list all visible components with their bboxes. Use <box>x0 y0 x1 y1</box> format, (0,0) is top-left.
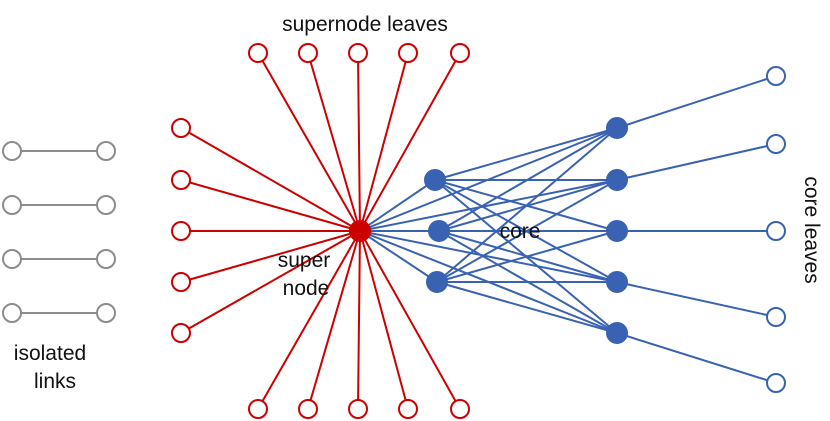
core-edge <box>436 179 618 283</box>
supernode-hub-node <box>349 220 371 242</box>
supernode-leaf-node <box>298 399 318 419</box>
supernode-edge <box>359 230 461 410</box>
hub-core-edge <box>359 230 438 283</box>
label-isolated: isolated <box>14 342 86 365</box>
supernode-leaf-node <box>248 43 268 63</box>
core-node <box>424 169 446 191</box>
label-core-leaves: core leaves <box>800 176 823 283</box>
isolated-node <box>2 249 22 269</box>
hub-core-edge <box>359 230 618 283</box>
supernode-leaf-node <box>171 170 191 190</box>
supernode-edge <box>307 230 361 410</box>
core-edge <box>436 127 618 283</box>
core-leaf-edge <box>616 281 777 318</box>
label-supernode-leaves: supernode leaves <box>282 13 448 36</box>
supernode-leaf-node <box>348 399 368 419</box>
core-edge <box>436 281 618 334</box>
supernode-edge <box>359 52 461 232</box>
isolated-node <box>2 303 22 323</box>
core-leaf-node <box>766 221 786 241</box>
label-core: core <box>500 220 541 243</box>
supernode-edge <box>357 230 361 410</box>
isolated-node <box>96 249 116 269</box>
core-leaf-edge <box>616 332 777 384</box>
supernode-edge <box>257 230 361 410</box>
isolated-node <box>96 141 116 161</box>
core-leaf-edge <box>616 75 777 129</box>
isolated-node <box>96 303 116 323</box>
core-edge <box>438 179 618 232</box>
supernode-edge <box>359 230 409 410</box>
supernode-edge <box>180 127 361 232</box>
isolated-node <box>2 195 22 215</box>
core-leaf-node <box>766 307 786 327</box>
supernode-leaf-node <box>171 272 191 292</box>
supernode-leaf-node <box>398 399 418 419</box>
supernode-leaf-node <box>450 399 470 419</box>
core-node <box>428 220 450 242</box>
supernode-leaf-node <box>171 323 191 343</box>
nodes-layer <box>2 43 786 419</box>
core-leaf-node <box>766 134 786 154</box>
supernode-edge <box>359 52 409 232</box>
core-leaf-node <box>766 66 786 86</box>
supernode-leaf-node <box>171 118 191 138</box>
core-edge <box>434 127 618 181</box>
label-node: node <box>283 277 330 300</box>
supernode-leaf-node <box>398 43 418 63</box>
supernode-edge <box>357 52 361 232</box>
edges-layer <box>12 52 777 410</box>
core-node <box>426 271 448 293</box>
hub-core-edge <box>359 179 436 232</box>
core-edge <box>438 127 618 232</box>
label-links: links <box>34 370 76 393</box>
core-node <box>606 220 628 242</box>
core-node <box>606 322 628 344</box>
supernode-edge <box>180 230 361 283</box>
supernode-edge <box>257 52 361 232</box>
isolated-node <box>96 195 116 215</box>
core-leaf-edge <box>616 143 777 181</box>
supernode-edge <box>180 230 361 334</box>
supernode-leaf-node <box>348 43 368 63</box>
core-node <box>606 169 628 191</box>
supernode-leaf-node <box>450 43 470 63</box>
core-node <box>606 271 628 293</box>
supernode-edge <box>180 179 361 232</box>
core-node <box>606 117 628 139</box>
core-edge <box>436 230 618 283</box>
supernode-leaf-node <box>248 399 268 419</box>
hub-core-edge <box>359 179 618 232</box>
label-super: super <box>278 249 331 272</box>
supernode-edge <box>307 52 361 232</box>
core-leaf-node <box>766 373 786 393</box>
isolated-node <box>2 141 22 161</box>
supernode-leaf-node <box>171 221 191 241</box>
supernode-leaf-node <box>298 43 318 63</box>
